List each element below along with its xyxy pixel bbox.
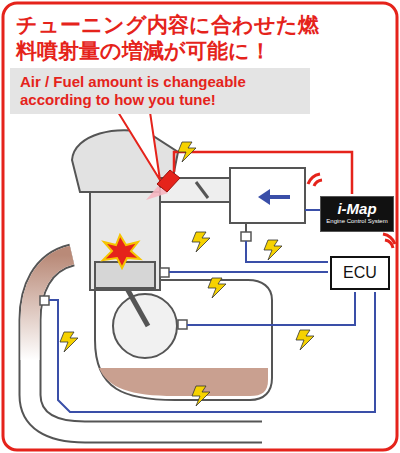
control-wire [174,152,352,194]
node-text: i-Map [325,200,389,217]
ecu-box: ECU [330,256,390,290]
signal-wire [49,292,375,412]
bolt [264,240,282,260]
wave [308,174,320,184]
bolt [296,330,314,350]
wave [385,240,393,248]
exhaust-gas [30,255,72,360]
bolt [178,142,196,162]
crankcase [95,280,272,400]
piston [95,262,155,288]
sensor-stem [245,223,247,232]
engine-oil [99,368,268,396]
i-map-unit: i-MapEngine Control System [320,196,394,232]
node-text: Air / Fuel amount is changeable accordin… [20,73,300,109]
air-flow-head [258,189,270,205]
frame [3,3,397,450]
connecting-rod [125,285,148,326]
node-text: Engine Control System [325,217,389,225]
bolt [208,278,226,298]
bolt [60,332,78,352]
wave [383,234,395,244]
callout-box: Air / Fuel amount is changeable accordin… [10,68,310,114]
callout-pointer [118,112,160,180]
signal-waves [308,174,395,248]
signal-wire [305,209,321,211]
bolt [192,386,210,406]
sensor [178,320,187,329]
signal-wire [169,271,328,273]
combustion [103,235,140,268]
throttle-valve [196,182,208,198]
lightning-bolts [60,142,314,406]
air-box [230,168,305,223]
sensor [160,268,169,277]
bolt [192,232,210,252]
air-flow [268,195,290,199]
headline: チューニング内容に合わせた燃料噴射量の増減が可能に！ [16,12,336,64]
node-text: ECU [340,264,380,282]
throttle-sensor [241,232,251,241]
injector [157,170,180,192]
cylinder [90,190,160,290]
sensor [40,296,49,305]
crankshaft [113,294,177,358]
wave [314,180,322,186]
signal-wire [246,241,328,262]
